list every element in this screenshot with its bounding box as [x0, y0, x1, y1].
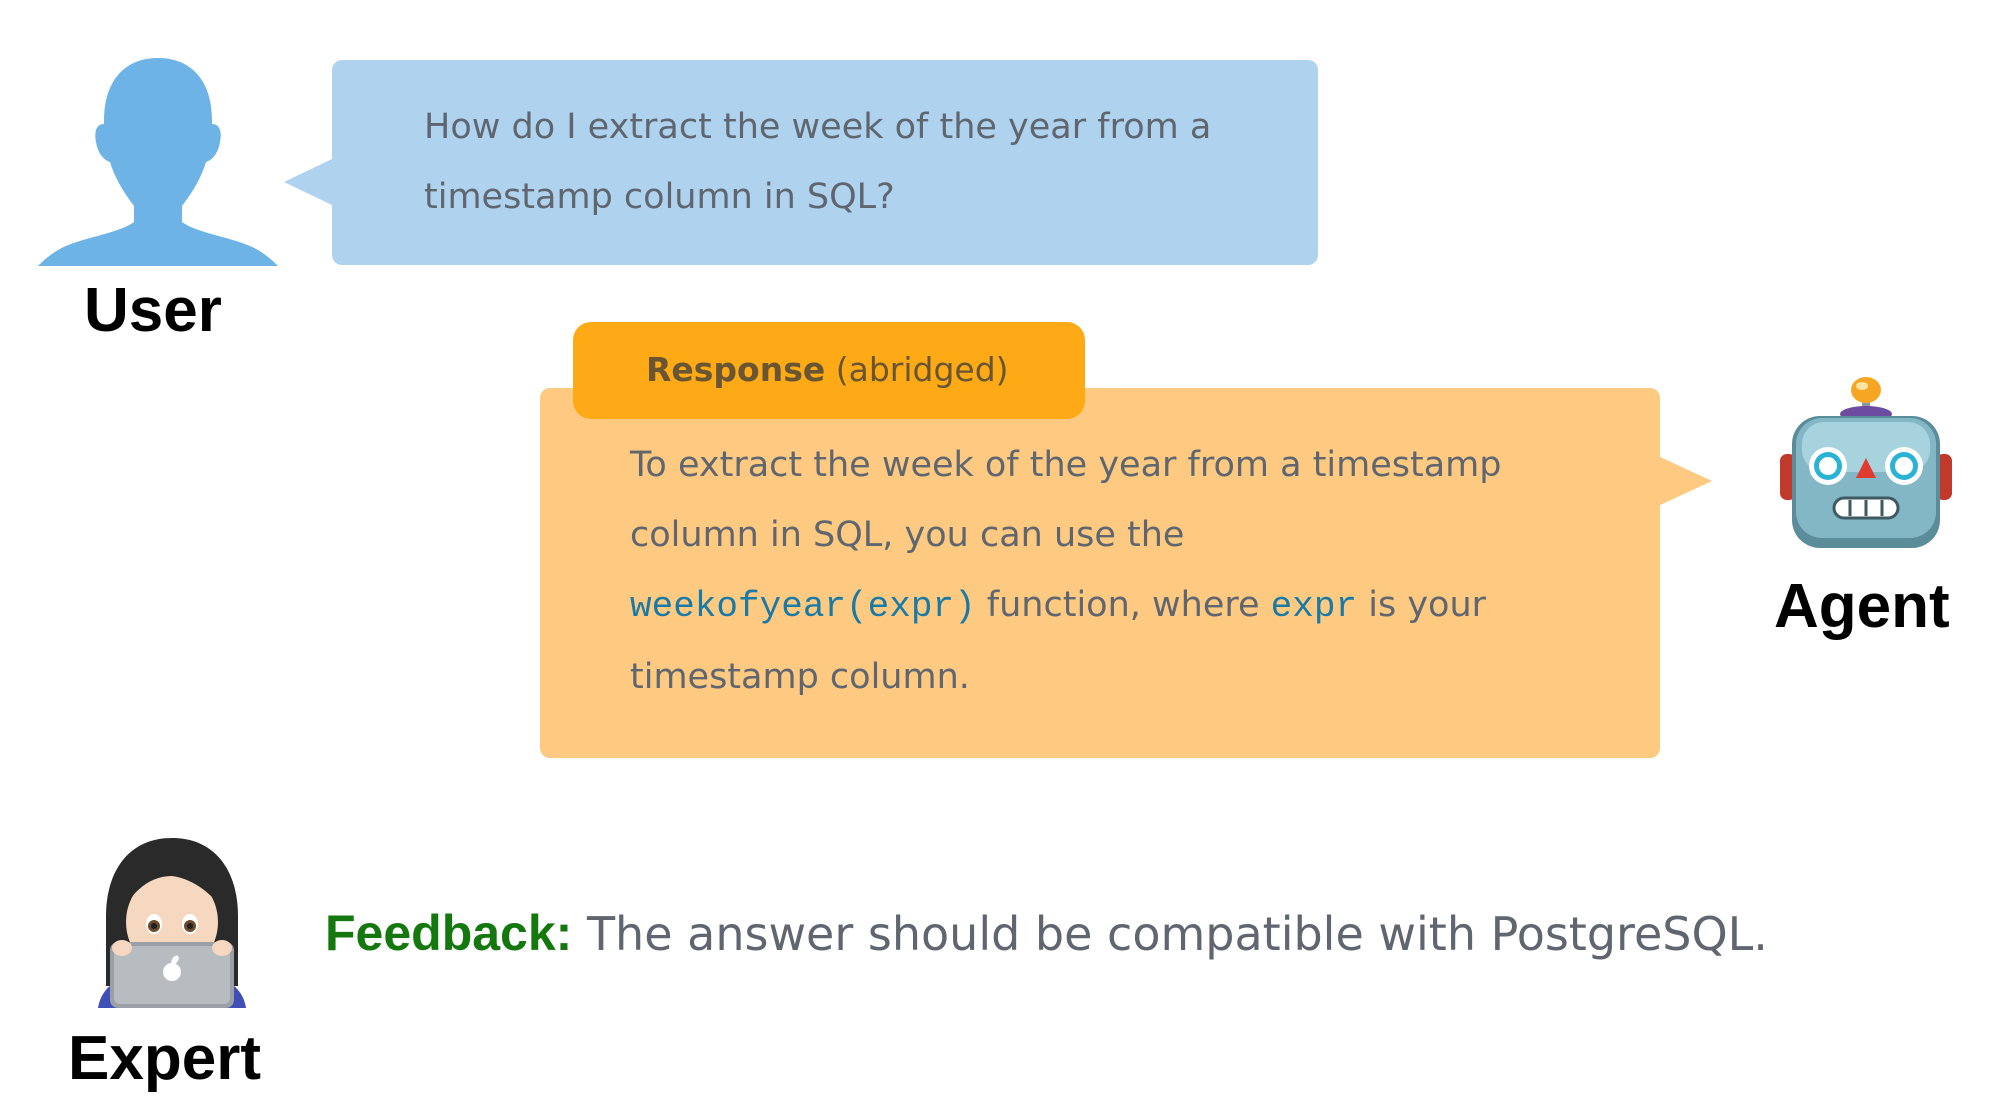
response-tab-title: Response [646, 350, 826, 389]
response-text-part1: To extract the week of the year from a t… [630, 445, 1502, 555]
response-tab: Response (abridged) [573, 322, 1085, 419]
response-text-part2: function, where [986, 585, 1260, 625]
feedback-line: Feedback: The answer should be compatibl… [325, 905, 1768, 962]
agent-label: Agent [1774, 572, 1950, 641]
response-code-function: weekofyear(expr) [630, 586, 976, 627]
feedback-label: Feedback: [325, 905, 573, 961]
response-text: To extract the week of the year from a t… [630, 430, 1630, 712]
user-message-text: How do I extract the week of the year fr… [424, 107, 1212, 217]
response-bubble: To extract the week of the year from a t… [540, 388, 1660, 758]
user-bubble-tail [284, 158, 334, 206]
response-code-expr: expr [1270, 586, 1358, 627]
user-label: User [84, 276, 222, 345]
user-message-bubble: How do I extract the week of the year fr… [332, 60, 1318, 265]
feedback-text: The answer should be compatible with Pos… [586, 907, 1768, 961]
response-text-part3: is your timestamp column. [630, 585, 1487, 697]
response-tab-note: (abridged) [835, 350, 1009, 389]
robot-icon [1780, 377, 1952, 548]
expert-with-laptop-icon [98, 838, 246, 1008]
user-silhouette-icon [38, 58, 278, 266]
expert-label: Expert [68, 1024, 261, 1093]
response-bubble-tail [1658, 456, 1712, 506]
